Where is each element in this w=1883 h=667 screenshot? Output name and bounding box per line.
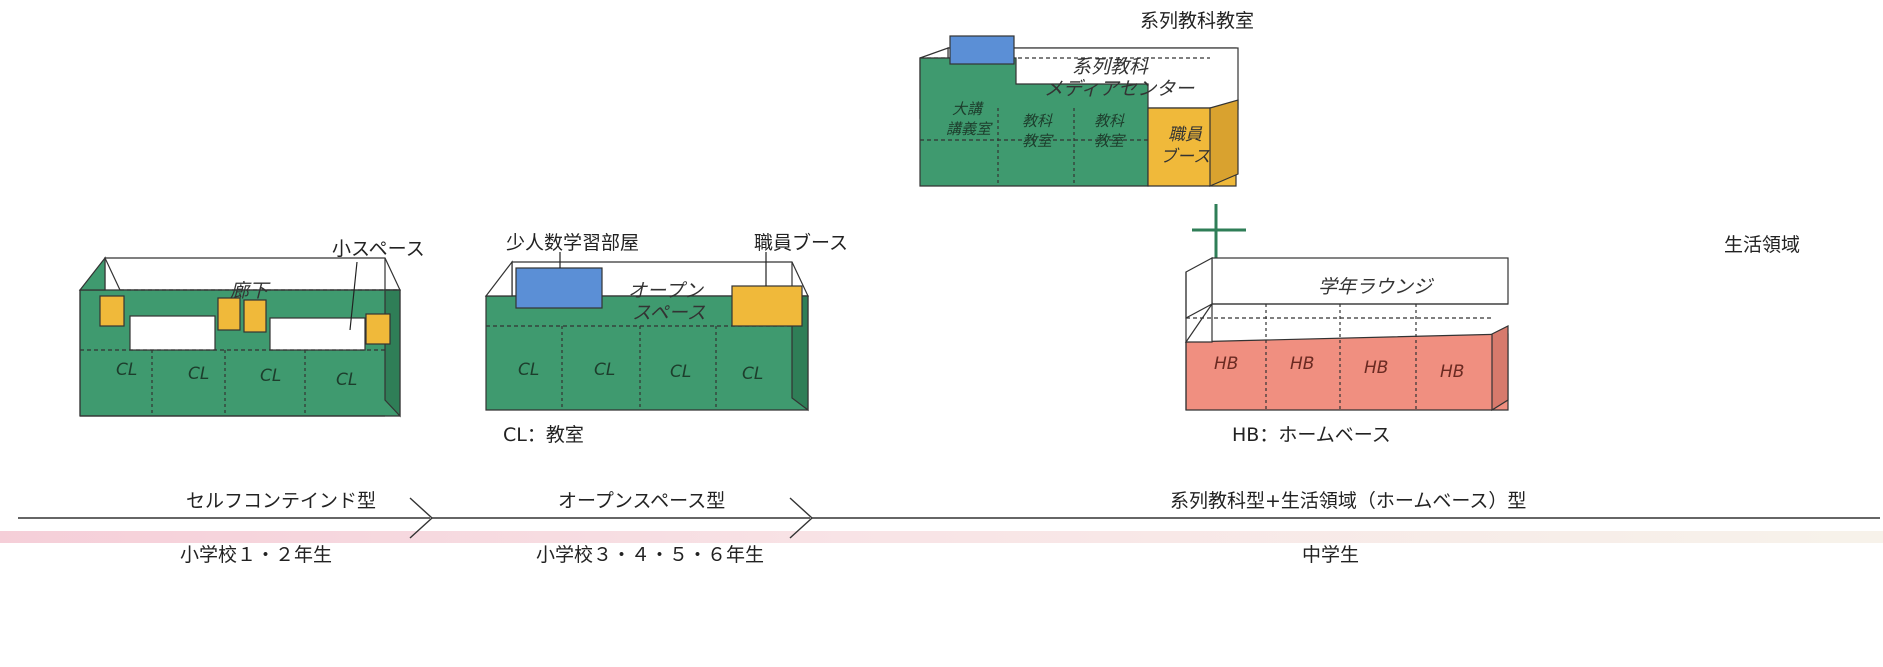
stage-type-1: セルフコンテインド型 xyxy=(186,490,377,512)
hb-cell-4: HB xyxy=(1440,362,1465,382)
living-heading: 生活領域 xyxy=(1724,234,1801,256)
cl-cell-1: CL xyxy=(116,360,138,380)
hb-cell-1: HB xyxy=(1214,354,1239,374)
media-label-2: メディアセンター xyxy=(1044,78,1195,100)
subject-room-1a: 教科 xyxy=(1022,112,1053,130)
small-space-2 xyxy=(217,297,241,331)
stage-grades-3: 中学生 xyxy=(1302,544,1360,566)
hb-cell-2: HB xyxy=(1290,354,1315,374)
lecture-room-1: 大講 xyxy=(952,100,983,118)
staff-booth-label: 職員ブース xyxy=(754,232,849,254)
hb-legend: HB：ホームベース xyxy=(1232,424,1391,446)
lounge-label: 学年ラウンジ xyxy=(1318,276,1433,298)
small-group-room-label: 少人数学習部屋 xyxy=(506,232,640,254)
staff-booth-2: ブース xyxy=(1160,147,1211,167)
open-space-label-1: オープン xyxy=(628,280,703,302)
media-label-1: 系列教科 xyxy=(1072,56,1149,78)
self-contained-block xyxy=(78,256,401,418)
stage-type-3: 系列教科型+生活領域（ホームベース）型 xyxy=(1170,490,1527,512)
cl-cell-8: CL xyxy=(742,364,764,384)
subject-heading: 系列教科教室 xyxy=(1140,10,1255,32)
corridor-label: 廊下 xyxy=(230,280,269,302)
subject-room-2b: 教室 xyxy=(1094,132,1125,150)
small-space-3 xyxy=(243,299,267,333)
small-space-1 xyxy=(99,295,125,327)
staff-booth-1: 職員 xyxy=(1168,125,1202,145)
cl-legend: CL：教室 xyxy=(503,424,584,446)
cl-cell-4: CL xyxy=(336,370,358,390)
small-room-blue xyxy=(949,35,1015,65)
home-base-block xyxy=(1184,256,1509,412)
stage-grades-1: 小学校１・２年生 xyxy=(180,544,333,566)
open-space-block xyxy=(484,252,809,412)
cl-cell-2: CL xyxy=(188,364,210,384)
stage-type-2: オープンスペース型 xyxy=(558,490,726,512)
lecture-room-2: 講義室 xyxy=(946,120,992,138)
cl-cell-6: CL xyxy=(594,360,616,380)
small-space-label: 小スペース xyxy=(332,238,425,260)
plus-sign xyxy=(1192,204,1246,258)
transition-gradient-band xyxy=(0,531,1883,543)
staff-booth xyxy=(731,285,803,327)
open-space-label-2: スペース xyxy=(632,302,706,324)
small-space-4 xyxy=(365,313,391,345)
cl-cell-5: CL xyxy=(518,360,540,380)
cl-cell-7: CL xyxy=(670,362,692,382)
stage-grades-2: 小学校３・４・５・６年生 xyxy=(536,544,765,566)
subject-classroom-block xyxy=(919,35,1239,187)
subject-room-2a: 教科 xyxy=(1094,112,1125,130)
cl-cell-3: CL xyxy=(260,366,282,386)
timeline xyxy=(18,497,1880,539)
subject-room-1b: 教室 xyxy=(1022,132,1053,150)
small-group-room xyxy=(515,267,603,309)
hb-cell-3: HB xyxy=(1364,358,1389,378)
